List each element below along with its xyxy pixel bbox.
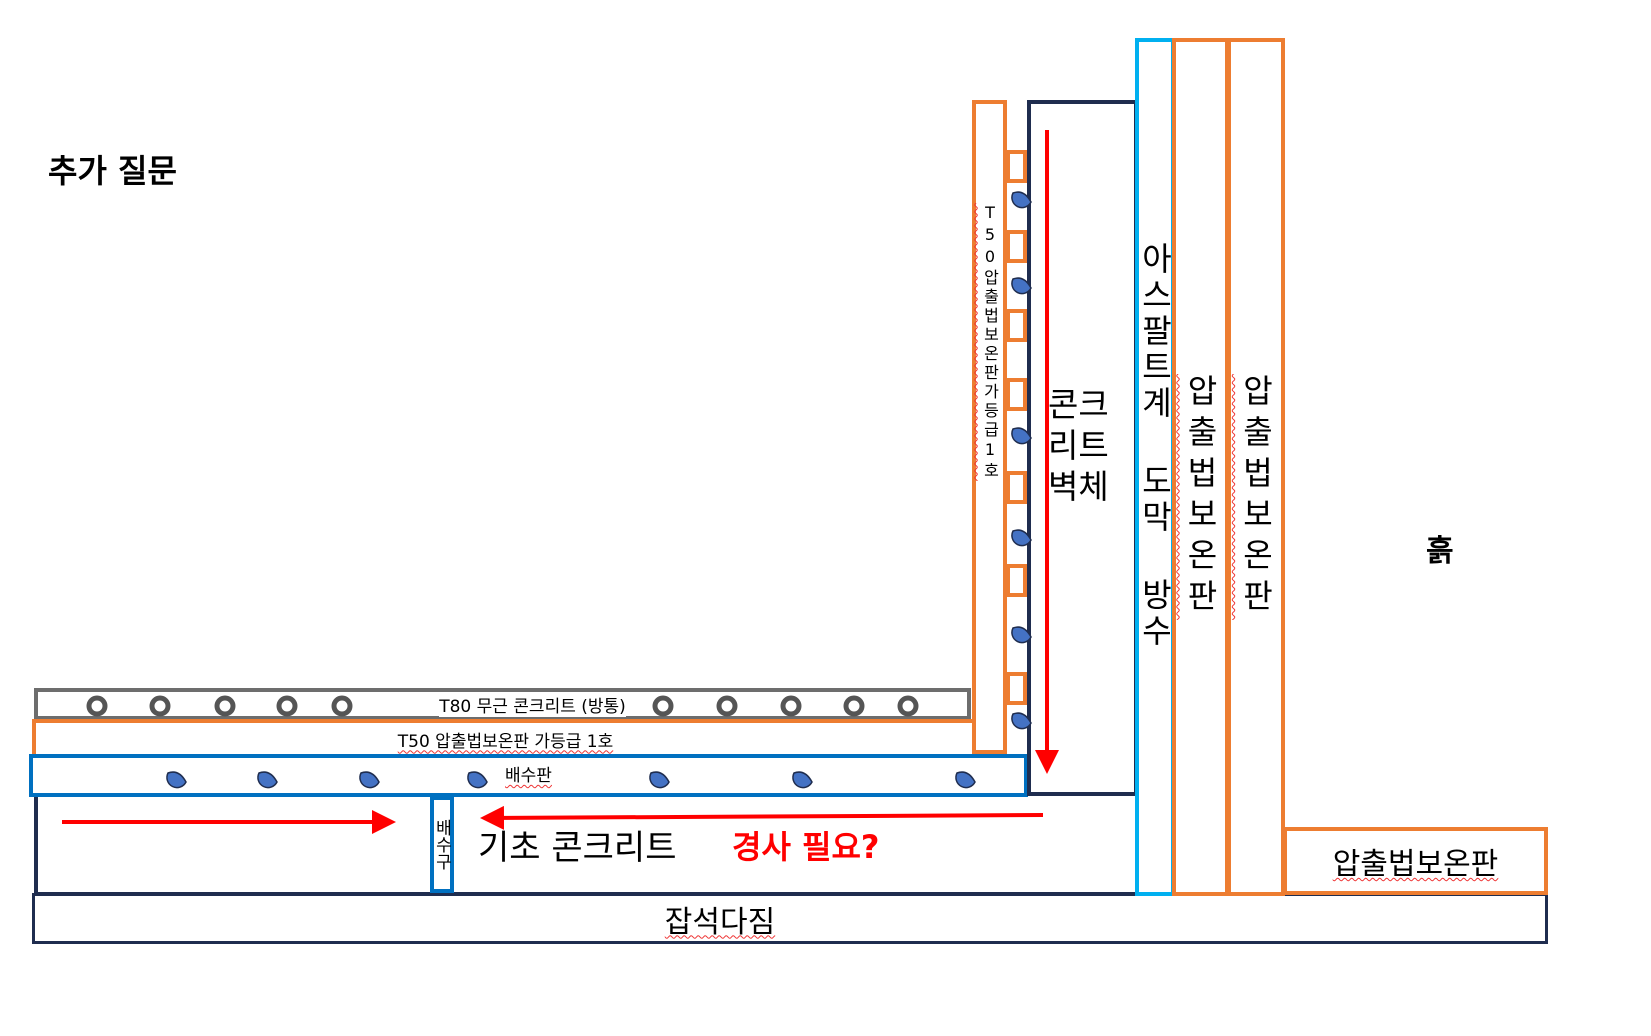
water-drop-icon [467, 771, 488, 789]
rebar-icon [86, 695, 108, 717]
drain-outlet: 배수구 [430, 796, 454, 893]
water-drop-icon [649, 771, 670, 789]
spacer-block [1006, 230, 1027, 263]
spacer-block [1006, 672, 1027, 705]
water-drop-icon [1011, 712, 1032, 730]
t80-label: T80 무근 콘크리트 (방통) [439, 691, 626, 717]
rebar-icon [214, 695, 236, 717]
water-drop-icon [166, 771, 187, 789]
rebar-icon [276, 695, 298, 717]
t50-vertical-insulation: T50압출법보온판가등급1호 [972, 100, 1007, 754]
gravel-label: 잡석다짐 [664, 904, 776, 940]
insulation-1-label: 압출법보온판 [1181, 374, 1220, 620]
slope-question: 경사 필요? [732, 828, 880, 866]
t50-horizontal-insulation: T50 압출법보온판 가등급 1호 [32, 719, 975, 755]
water-drop-icon [1011, 191, 1032, 209]
foundation-label: 기초 콘크리트 [478, 828, 677, 868]
t80-concrete-layer: T80 무근 콘크리트 (방통) [34, 688, 971, 720]
drain-board-label: 배수판 [505, 766, 552, 786]
waterproof-label: 아스팔트계 도막 방수 [1136, 242, 1174, 650]
rebar-icon [652, 695, 674, 717]
water-drop-icon [257, 771, 278, 789]
water-drop-icon [955, 771, 976, 789]
water-drop-icon [359, 771, 380, 789]
soil-label: 흙 [1426, 534, 1454, 569]
rebar-icon [331, 695, 353, 717]
spacer-block [1006, 309, 1027, 342]
spacer-block [1006, 150, 1027, 183]
rebar-icon [780, 695, 802, 717]
rebar-icon [716, 695, 738, 717]
t50-horizontal-label: T50 압출법보온판 가등급 1호 [397, 731, 614, 752]
insulation-bottom-label: 압출법보온판 [1332, 847, 1499, 882]
drain-board: 배수판 [29, 754, 1028, 797]
insulation-2-label: 압출법보온판 [1237, 374, 1275, 620]
spacer-block [1006, 378, 1027, 411]
insulation-column-2: 압출법보온판 [1227, 38, 1285, 896]
t50-vertical-label: T50압출법보온판가등급1호 [980, 203, 1000, 481]
spacer-block [1006, 471, 1027, 504]
foundation-flow-arrow-left [480, 805, 1044, 830]
drain-outlet-label: 배수구 [431, 819, 452, 870]
rebar-icon [843, 695, 865, 717]
page-title: 추가 질문 [48, 152, 177, 190]
spacer-block [1006, 564, 1027, 597]
water-drop-icon [1011, 626, 1032, 644]
rebar-icon [149, 695, 171, 717]
insulation-bottom: 압출법보온판 [1283, 827, 1548, 895]
water-drop-icon [1011, 427, 1032, 445]
water-drop-icon [1011, 529, 1032, 547]
water-drop-icon [1011, 277, 1032, 295]
water-drop-icon [792, 771, 813, 789]
rebar-icon [897, 695, 919, 717]
concrete-wall-label: 콘크리트벽체 [1048, 385, 1109, 506]
gravel-compaction: 잡석다짐 [32, 893, 1548, 944]
